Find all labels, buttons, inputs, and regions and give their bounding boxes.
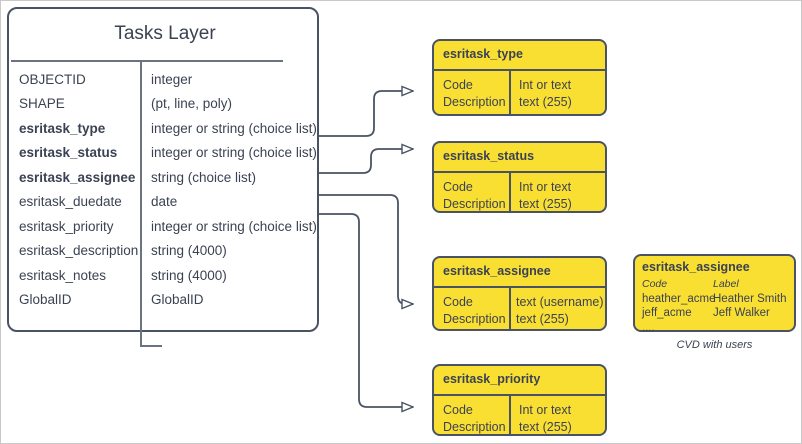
field-name: GlobalID [19,292,72,308]
field-type: integer [151,71,193,87]
domain-column-divider [509,394,511,434]
domain-right-line: text (255) [519,419,572,434]
domain-left-column: Code Description [443,77,506,110]
domain-header-divider [434,286,605,288]
domain-right-line: text (255) [516,311,569,326]
field-list: OBJECTID integer SHAPE (pt, line, poly) … [9,67,321,312]
field-name: esritask_status [19,145,118,161]
domain-right-line: Int or text [519,180,572,194]
field-type: (pt, line, poly) [151,96,233,112]
domain-right-column: Int or text text (255) [519,179,572,212]
field-row: SHAPE (pt, line, poly) [9,92,321,117]
domain-left-line: Code [443,180,473,194]
field-name: SHAPE [19,96,65,112]
domain-right-column: Int or text text (255) [519,402,572,435]
domain-left-column: Code Description [443,402,506,435]
domain-left-line: Code [443,295,473,309]
field-name: esritask_priority [19,218,114,234]
field-name: esritask_notes [19,267,107,283]
domain-box-esritask-status: esritask_status Code Description Int or … [432,141,607,213]
domain-right-line: text (username) [516,295,604,309]
domain-left-line: Description [443,311,506,326]
connector-priority [319,213,413,407]
field-name: esritask_duedate [19,194,122,210]
domain-column-divider [509,69,511,114]
header-divider [11,60,283,62]
cvd-row: .... [642,321,787,336]
field-row: esritask_priority integer or string (cho… [9,214,321,239]
cvd-header-row: Code Label [642,277,787,292]
field-row: GlobalID GlobalID [9,288,321,313]
connector-type [319,91,413,137]
field-row: esritask_assignee string (choice list) [9,165,321,190]
entity-tasks-layer: Tasks Layer OBJECTID integer SHAPE (pt, … [7,7,321,347]
column-divider-foot [140,345,162,347]
cvd-row: jeff_acme Jeff Walker [642,306,787,321]
domain-left-line: Code [443,78,473,92]
cvd-row-code: jeff_acme [642,307,692,319]
domain-title: esritask_assignee [443,264,551,278]
field-row: esritask_description string (4000) [9,239,321,264]
cvd-row-code: .... [642,321,655,334]
field-type: integer or string (choice list) [151,218,317,234]
field-row: esritask_notes string (4000) [9,263,321,288]
domain-left-line: Description [443,419,506,434]
field-type: string (4000) [151,243,227,259]
domain-title: esritask_status [443,149,535,163]
field-type: integer or string (choice list) [151,120,317,136]
domain-left-line: Description [443,196,506,211]
domain-column-divider [509,286,511,329]
domain-left-column: Code Description [443,294,506,327]
domain-left-line: Code [443,403,473,417]
cvd-row-label: Jeff Walker [713,307,770,319]
domain-title: esritask_priority [443,372,541,386]
domain-right-line: text (255) [519,94,572,109]
domain-left-line: Description [443,94,506,109]
field-type: GlobalID [151,292,204,308]
field-row: esritask_status integer or string (choic… [9,141,321,166]
cvd-box-esritask-assignee: esritask_assignee Code Label heather_acm… [633,254,796,335]
connector-assignee [319,194,413,304]
domain-box-esritask-priority: esritask_priority Code Description Int o… [432,364,607,436]
cvd-header-label: Label [713,278,739,290]
field-name: esritask_description [19,243,139,259]
domain-right-column: text (username) text (255) [516,294,604,327]
entity-title: Tasks Layer [114,23,216,44]
domain-right-column: Int or text text (255) [519,77,572,110]
domain-column-divider [509,171,511,211]
domain-box-esritask-type: esritask_type Code Description Int or te… [432,39,607,116]
column-divider [140,62,142,347]
field-type: date [151,194,178,210]
domain-title: esritask_type [443,47,523,61]
domain-right-line: Int or text [519,78,572,92]
cvd-caption: CVD with users [676,339,753,351]
domain-box-esritask-assignee: esritask_assignee Code Description text … [432,256,607,331]
domain-header-divider [434,394,605,396]
cvd-row-code: heather_acme [642,292,716,305]
field-type: integer or string (choice list) [151,145,317,161]
cvd-grid: Code Label heather_acme Heather Smith je… [642,277,787,335]
field-row: esritask_duedate date [9,190,321,215]
cvd-row: heather_acme Heather Smith [642,292,787,307]
cvd-title: esritask_assignee [642,260,750,274]
field-row: esritask_type integer or string (choice … [9,116,321,141]
field-name: esritask_type [19,120,106,136]
field-name: OBJECTID [19,71,86,87]
domain-right-line: Int or text [519,403,572,417]
connector-status [319,149,413,174]
domain-header-divider [434,69,605,71]
domain-right-line: text (255) [519,196,572,211]
field-row: OBJECTID integer [9,67,321,92]
cvd-header-code: Code [642,278,668,290]
field-type: string (4000) [151,267,227,283]
field-type: string (choice list) [151,169,257,185]
domain-left-column: Code Description [443,179,506,212]
cvd-row-label: Heather Smith [713,292,787,305]
field-name: esritask_assignee [19,169,136,185]
domain-header-divider [434,171,605,173]
